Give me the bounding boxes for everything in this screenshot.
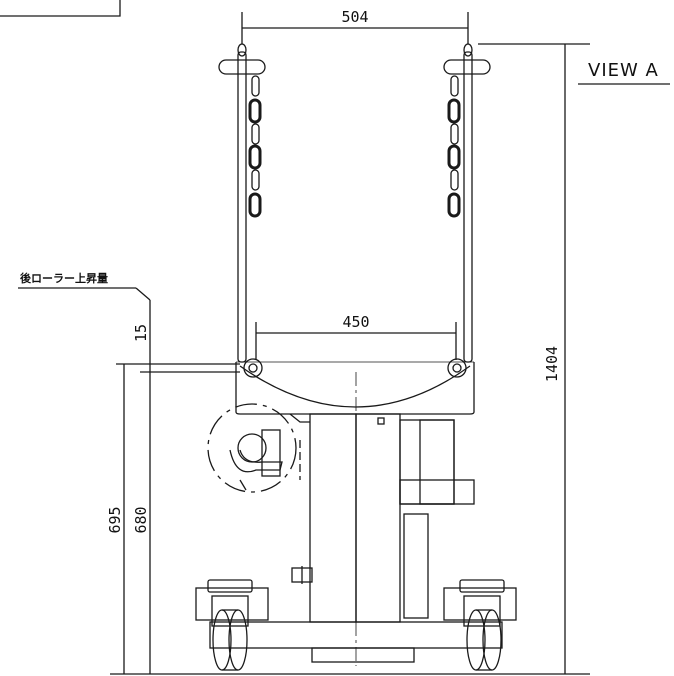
dimension-450-label: 450 [342, 313, 369, 331]
dimension-504: 504 [241, 8, 469, 44]
dimension-504-label: 504 [341, 8, 368, 26]
roller-lift-callout: 後ローラー上昇量 15 [18, 271, 240, 373]
dimension-1404-label: 1404 [543, 346, 561, 382]
dimension-695-label: 695 [106, 506, 124, 533]
title-box-edge [0, 0, 121, 17]
base [195, 587, 517, 663]
view-label: VIEW A [588, 60, 659, 81]
dimension-1404: 1404 [478, 43, 590, 674]
view-a-label: VIEW A [578, 60, 670, 85]
right-caster [459, 579, 505, 671]
dimension-15-label: 15 [132, 324, 150, 342]
cradle [235, 358, 475, 666]
roller-lift-label: 後ローラー上昇量 [20, 271, 108, 285]
left-caster [207, 579, 253, 671]
right-pole [443, 43, 491, 363]
left-chain [248, 75, 262, 218]
rear-roller-detail [207, 403, 301, 493]
left-pole [218, 43, 266, 363]
mast [289, 413, 475, 623]
right-chain [447, 75, 461, 218]
dimension-680-label: 680 [132, 506, 150, 533]
dimension-450: 450 [255, 313, 457, 360]
dimension-695-680: 695 680 [106, 363, 151, 674]
